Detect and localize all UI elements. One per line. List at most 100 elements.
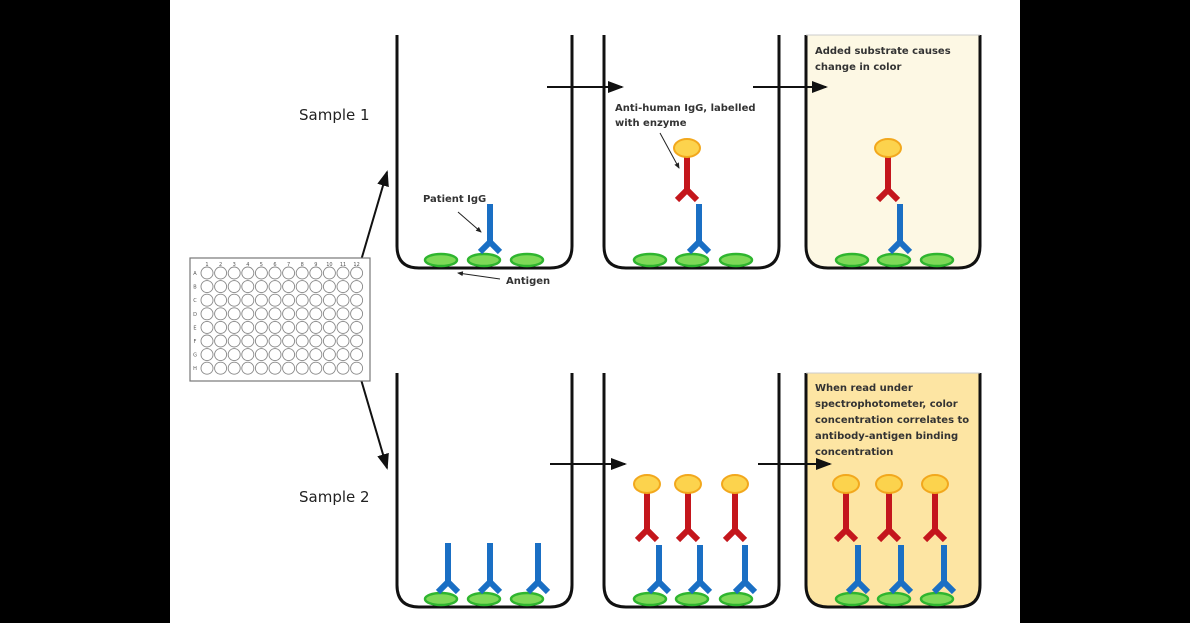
plate-well	[295, 280, 309, 294]
plate-row-label: C	[193, 298, 197, 304]
plate-row-label: B	[193, 285, 197, 291]
patient-igg	[931, 545, 957, 595]
antigen	[674, 591, 710, 607]
enzyme	[674, 474, 702, 494]
antigen	[674, 252, 710, 268]
plate-well	[241, 280, 255, 294]
read-label-1: When read under	[815, 383, 913, 394]
plate-well	[322, 307, 336, 321]
plate-well	[336, 361, 350, 375]
anti-igg-shape	[675, 492, 701, 543]
plate-well	[309, 348, 323, 362]
plate-well	[241, 348, 255, 362]
patient-igg	[888, 545, 914, 595]
plate-column-label: 11	[340, 262, 346, 268]
plate-well	[214, 266, 228, 280]
plate-well	[200, 293, 214, 307]
plate-well	[350, 348, 364, 362]
enzyme-labelled-anti-igg	[674, 474, 702, 543]
plate-well	[282, 266, 296, 280]
patient-igg	[687, 545, 713, 595]
anti-human-igg-label-1: Anti-human IgG, labelled	[615, 103, 756, 114]
arrow-plate-to-sample2	[359, 375, 389, 470]
plate-well	[295, 361, 309, 375]
plate-well	[282, 361, 296, 375]
patient-igg	[646, 545, 672, 595]
plate-well	[227, 320, 241, 334]
plate-well	[309, 307, 323, 321]
antigen	[509, 591, 545, 607]
plate-well	[350, 334, 364, 348]
plate-row-label: G	[193, 353, 197, 359]
plate-well	[214, 320, 228, 334]
plate-well	[309, 361, 323, 375]
arrow-plate-to-sample1	[359, 170, 389, 265]
antigen	[466, 591, 502, 607]
plate-well	[254, 280, 268, 294]
plate-well	[268, 307, 282, 321]
plate-well	[268, 348, 282, 362]
plate-well	[227, 293, 241, 307]
patient-igg	[887, 204, 913, 255]
enzyme	[633, 474, 661, 494]
plate-well	[282, 280, 296, 294]
plate-well	[282, 348, 296, 362]
antigen	[632, 591, 668, 607]
plate-well	[214, 334, 228, 348]
enzyme-labelled-anti-igg	[633, 474, 661, 543]
plate-well	[336, 266, 350, 280]
plate-well	[268, 266, 282, 280]
enzyme	[875, 474, 903, 494]
plate-well	[336, 307, 350, 321]
plate-well	[268, 293, 282, 307]
enzyme-labelled-anti-igg	[832, 474, 860, 543]
enzyme	[673, 138, 701, 158]
patient-igg	[732, 545, 758, 595]
plate-well	[350, 307, 364, 321]
process-arrows	[359, 81, 832, 470]
enzyme-labelled-anti-igg	[721, 474, 749, 543]
plate-well	[322, 361, 336, 375]
antigen	[718, 252, 754, 268]
enzyme-labelled-anti-igg	[673, 138, 701, 203]
plate-well	[295, 307, 309, 321]
patient-igg-shape	[686, 204, 712, 255]
plate-well	[227, 348, 241, 362]
plate-well	[295, 293, 309, 307]
plate-well	[254, 307, 268, 321]
plate-well	[241, 361, 255, 375]
plate-well	[200, 361, 214, 375]
plate-well	[200, 348, 214, 362]
anti-igg-shape	[833, 492, 859, 543]
plate-well	[241, 334, 255, 348]
plate-well	[254, 348, 268, 362]
sample-1-label: Sample 1	[299, 106, 370, 124]
enzyme	[921, 474, 949, 494]
plate-well	[241, 307, 255, 321]
plate-well	[336, 320, 350, 334]
plate-well	[200, 320, 214, 334]
plate-well	[322, 348, 336, 362]
plate-well	[254, 266, 268, 280]
patient-igg-shape	[887, 204, 913, 255]
plate-column-label: 2	[219, 262, 222, 268]
well-s2-step1	[395, 373, 574, 609]
antigen	[423, 591, 459, 607]
plate-column-label: 1	[205, 262, 208, 268]
plate-well	[350, 266, 364, 280]
plate-column-label: 4	[246, 262, 249, 268]
plate-well	[336, 348, 350, 362]
plate-well	[295, 320, 309, 334]
plate-row-label: H	[193, 366, 197, 372]
plate-well	[295, 334, 309, 348]
plate-well	[350, 361, 364, 375]
enzyme-labelled-anti-igg	[874, 138, 902, 203]
antigen-label: Antigen	[506, 276, 550, 287]
plate-column-label: 10	[326, 262, 332, 268]
anti-igg-shape	[876, 492, 902, 543]
plate-well	[200, 266, 214, 280]
plate-well	[295, 348, 309, 362]
antigen	[876, 252, 912, 268]
